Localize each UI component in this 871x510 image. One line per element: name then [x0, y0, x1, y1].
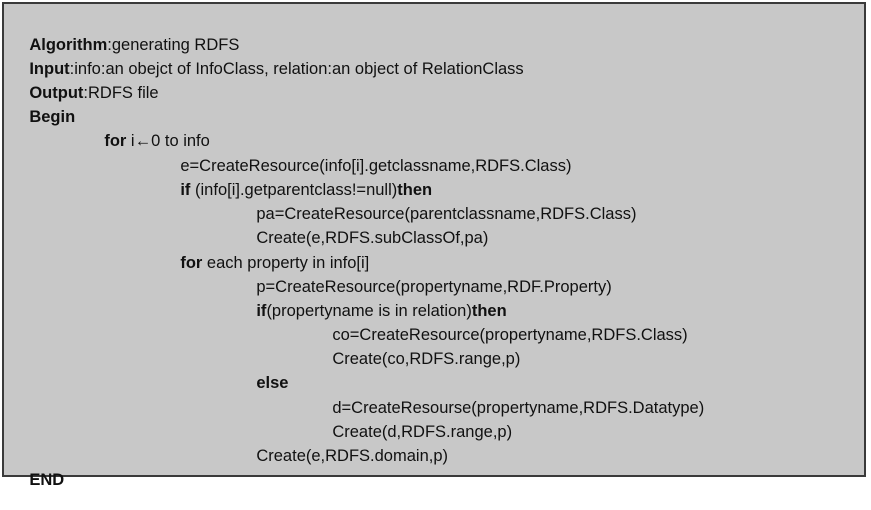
for-loop-line: for i←0 to info — [86, 111, 209, 150]
create-d-line: d=CreateResourse(propertyname,RDFS.Datat… — [314, 378, 704, 417]
create-pa-line: pa=CreateResource(parentclassname,RDFS.C… — [238, 184, 636, 223]
algorithm-title-line: Algorithm:generating RDFS — [11, 15, 239, 54]
create-range-co-statement: Create(co,RDFS.range,p) — [332, 350, 521, 368]
for-each-property-text: each property in info[i] — [202, 254, 370, 272]
create-pa-statement: pa=CreateResource(parentclassname,RDFS.C… — [256, 205, 637, 223]
create-d-statement: d=CreateResourse(propertyname,RDFS.Datat… — [332, 399, 705, 417]
for-keyword: for — [104, 132, 127, 150]
output-line: Output:RDFS file — [11, 63, 158, 102]
if-parent-condition: (info[i].getparentclass!=null) — [190, 181, 398, 199]
create-co-line: co=CreateResource(propertyname,RDFS.Clas… — [314, 305, 687, 344]
create-subclass-statement: Create(e,RDFS.subClassOf,pa) — [256, 229, 489, 247]
create-subclass-line: Create(e,RDFS.subClassOf,pa) — [238, 208, 488, 247]
input-description: :info:an obejct of InfoClass, relation:a… — [69, 60, 524, 78]
begin-keyword: Begin — [29, 108, 76, 126]
algorithm-keyword: Algorithm — [29, 36, 108, 54]
create-p-line: p=CreateResource(propertyname,RDF.Proper… — [238, 257, 611, 296]
for-each-property-line: for each property in info[i] — [162, 233, 369, 272]
then-keyword: then — [397, 181, 433, 199]
create-p-statement: p=CreateResource(propertyname,RDF.Proper… — [256, 278, 612, 296]
algorithm-title: :generating RDFS — [107, 36, 240, 54]
begin-line: Begin — [11, 87, 75, 126]
output-description: :RDFS file — [83, 84, 159, 102]
algorithm-box: Algorithm:generating RDFS Input:info:an … — [2, 2, 866, 489]
output-keyword: Output — [29, 84, 84, 102]
create-domain-statement: Create(e,RDFS.domain,p) — [256, 447, 448, 465]
if-keyword: if — [180, 181, 191, 199]
input-line: Input:info:an obejct of InfoClass, relat… — [11, 39, 523, 78]
create-range-co-line: Create(co,RDFS.range,p) — [314, 329, 520, 368]
for-each-keyword: for — [180, 254, 203, 272]
else-line: else — [238, 353, 288, 392]
end-line: END — [11, 450, 64, 489]
create-co-statement: co=CreateResource(propertyname,RDFS.Clas… — [332, 326, 688, 344]
create-range-d-statement: Create(d,RDFS.range,p) — [332, 423, 513, 441]
else-keyword: else — [256, 374, 289, 392]
create-e-statement: e=CreateResource(info[i].getclassname,RD… — [180, 157, 572, 175]
then-relation-keyword: then — [471, 302, 507, 320]
end-keyword: END — [29, 471, 65, 489]
input-keyword: Input — [29, 60, 70, 78]
create-domain-line: Create(e,RDFS.domain,p) — [238, 426, 448, 465]
create-range-d-line: Create(d,RDFS.range,p) — [314, 402, 512, 441]
if-relation-condition: (propertyname is in relation) — [266, 302, 472, 320]
if-parent-line: if (info[i].getparentclass!=null)then — [162, 160, 432, 199]
if-relation-line: if(propertyname is in relation)then — [238, 281, 506, 320]
create-e-line: e=CreateResource(info[i].getclassname,RD… — [162, 136, 571, 175]
if-relation-keyword: if — [256, 302, 267, 320]
for-loop-range: i←0 to info — [126, 132, 210, 150]
